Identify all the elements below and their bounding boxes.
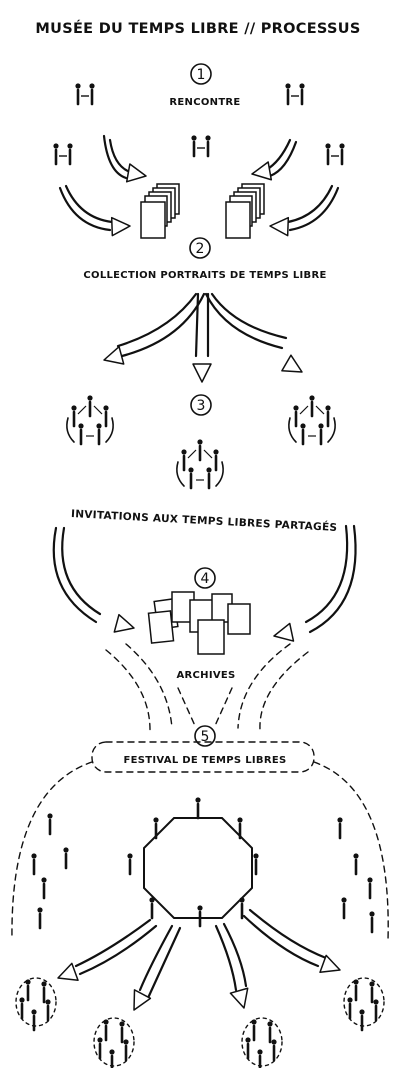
crowd-left	[31, 813, 68, 928]
step-5-label: FESTIVAL DE TEMPS LIBRES	[124, 755, 287, 766]
svg-text:2: 2	[196, 241, 205, 257]
step-1-label: RENCONTRE	[169, 97, 240, 108]
dashed-flows-to-festival	[106, 644, 308, 730]
people-group-right	[289, 395, 335, 444]
archive-papers	[148, 592, 250, 654]
crowd-right	[337, 817, 374, 932]
people-pair-center	[191, 135, 210, 156]
arrows-to-groups	[102, 294, 307, 382]
people-pair-top-right	[285, 83, 304, 104]
page-title: MUSÉE DU TEMPS LIBRE // PROCESSUS	[35, 20, 360, 37]
people-group-center	[177, 439, 223, 488]
small-group-4	[344, 978, 384, 1030]
svg-text:4: 4	[201, 571, 210, 587]
svg-text:3: 3	[197, 398, 206, 414]
svg-text:1: 1	[197, 67, 206, 83]
festival-table	[127, 797, 258, 926]
portrait-papers-left	[141, 184, 179, 238]
svg-text:5: 5	[201, 729, 210, 745]
portrait-papers-right	[226, 184, 264, 238]
step-3-number: 3	[191, 395, 211, 415]
people-pair-mid-right	[325, 143, 344, 164]
step-2-number: 2	[190, 238, 210, 258]
step-2-label: COLLECTION PORTRAITS DE TEMPS LIBRE	[83, 270, 326, 281]
arrow-pair-to-papers	[60, 136, 338, 236]
step-4-number: 4	[195, 568, 215, 588]
step-5-number: 5	[195, 726, 215, 746]
small-group-1	[16, 978, 56, 1030]
step-1-number: 1	[191, 64, 211, 84]
small-group-2	[94, 1018, 134, 1068]
people-group-left	[67, 395, 113, 444]
people-pair-top-left	[75, 83, 94, 104]
step-3-label: INVITATIONS AUX TEMPS LIBRES PARTAGÉS	[71, 507, 338, 534]
small-group-3	[242, 1018, 282, 1068]
people-pair-mid-left	[53, 143, 72, 164]
step-4-label: ARCHIVES	[176, 670, 235, 681]
